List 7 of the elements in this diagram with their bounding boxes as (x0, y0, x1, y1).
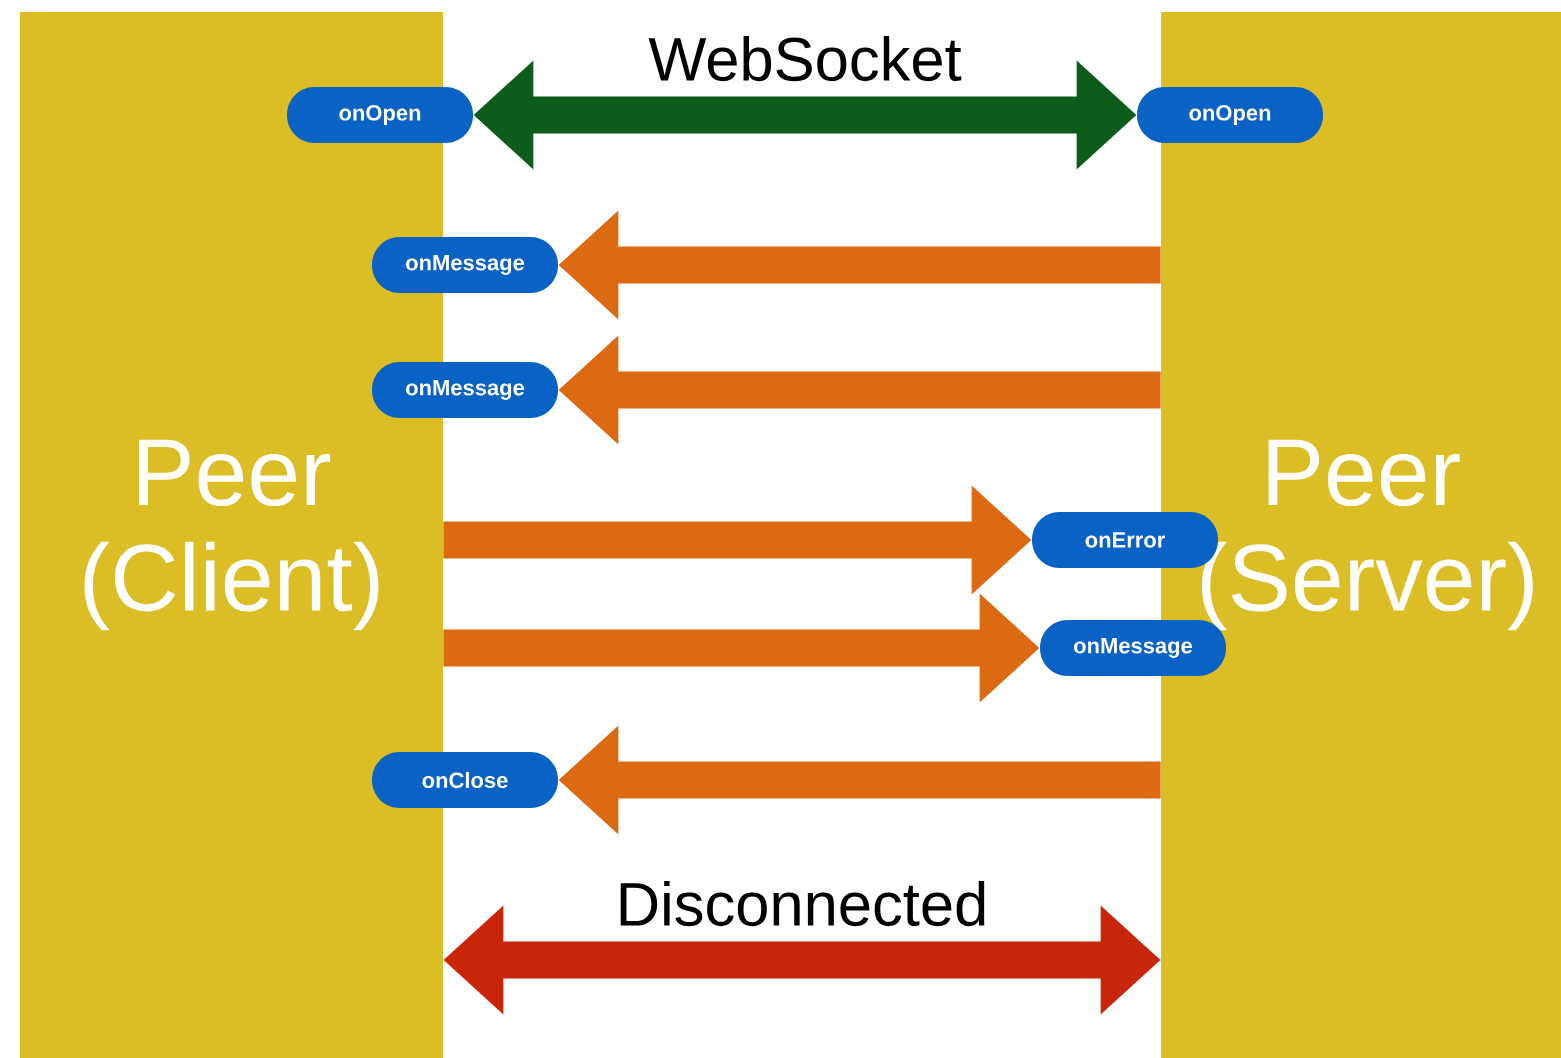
event-pill: onMessage (372, 237, 558, 293)
event-pill: onOpen (1137, 87, 1323, 143)
event-pill: onMessage (372, 362, 558, 418)
event-pill: onClose (372, 752, 558, 808)
event-pill: onOpen (287, 87, 473, 143)
edge-label: Disconnected (612, 877, 992, 930)
edge-label: WebSocket (644, 32, 966, 85)
